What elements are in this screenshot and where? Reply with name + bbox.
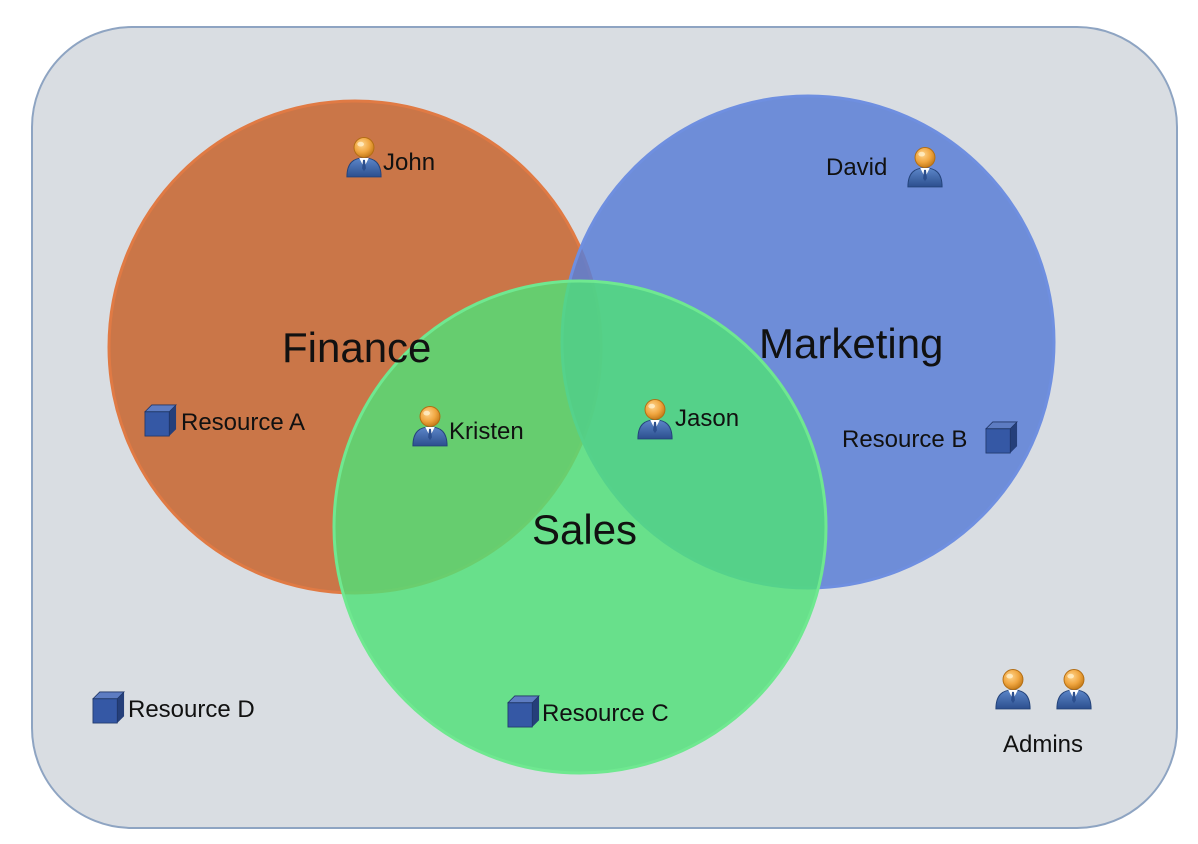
marketing-label: Marketing <box>759 320 944 367</box>
resource-d-icon <box>92 691 125 724</box>
resource-a-label: Resource A <box>181 409 306 436</box>
david-label: David <box>826 154 888 181</box>
resource-b-icon <box>985 421 1018 454</box>
admins-label: Admins <box>1003 731 1084 758</box>
resource-c-label: Resource C <box>542 700 669 727</box>
resource-a-icon <box>144 404 177 437</box>
resource-c-icon <box>507 695 540 728</box>
john-label: John <box>383 149 436 176</box>
resource-d-label: Resource D <box>128 696 255 723</box>
resource-b-label: Resource B <box>842 426 968 453</box>
kristen-label: Kristen <box>449 418 524 445</box>
sales-circle <box>332 279 828 775</box>
finance-label: Finance <box>282 324 432 371</box>
sales-label: Sales <box>532 506 638 553</box>
jason-label: Jason <box>675 405 740 432</box>
